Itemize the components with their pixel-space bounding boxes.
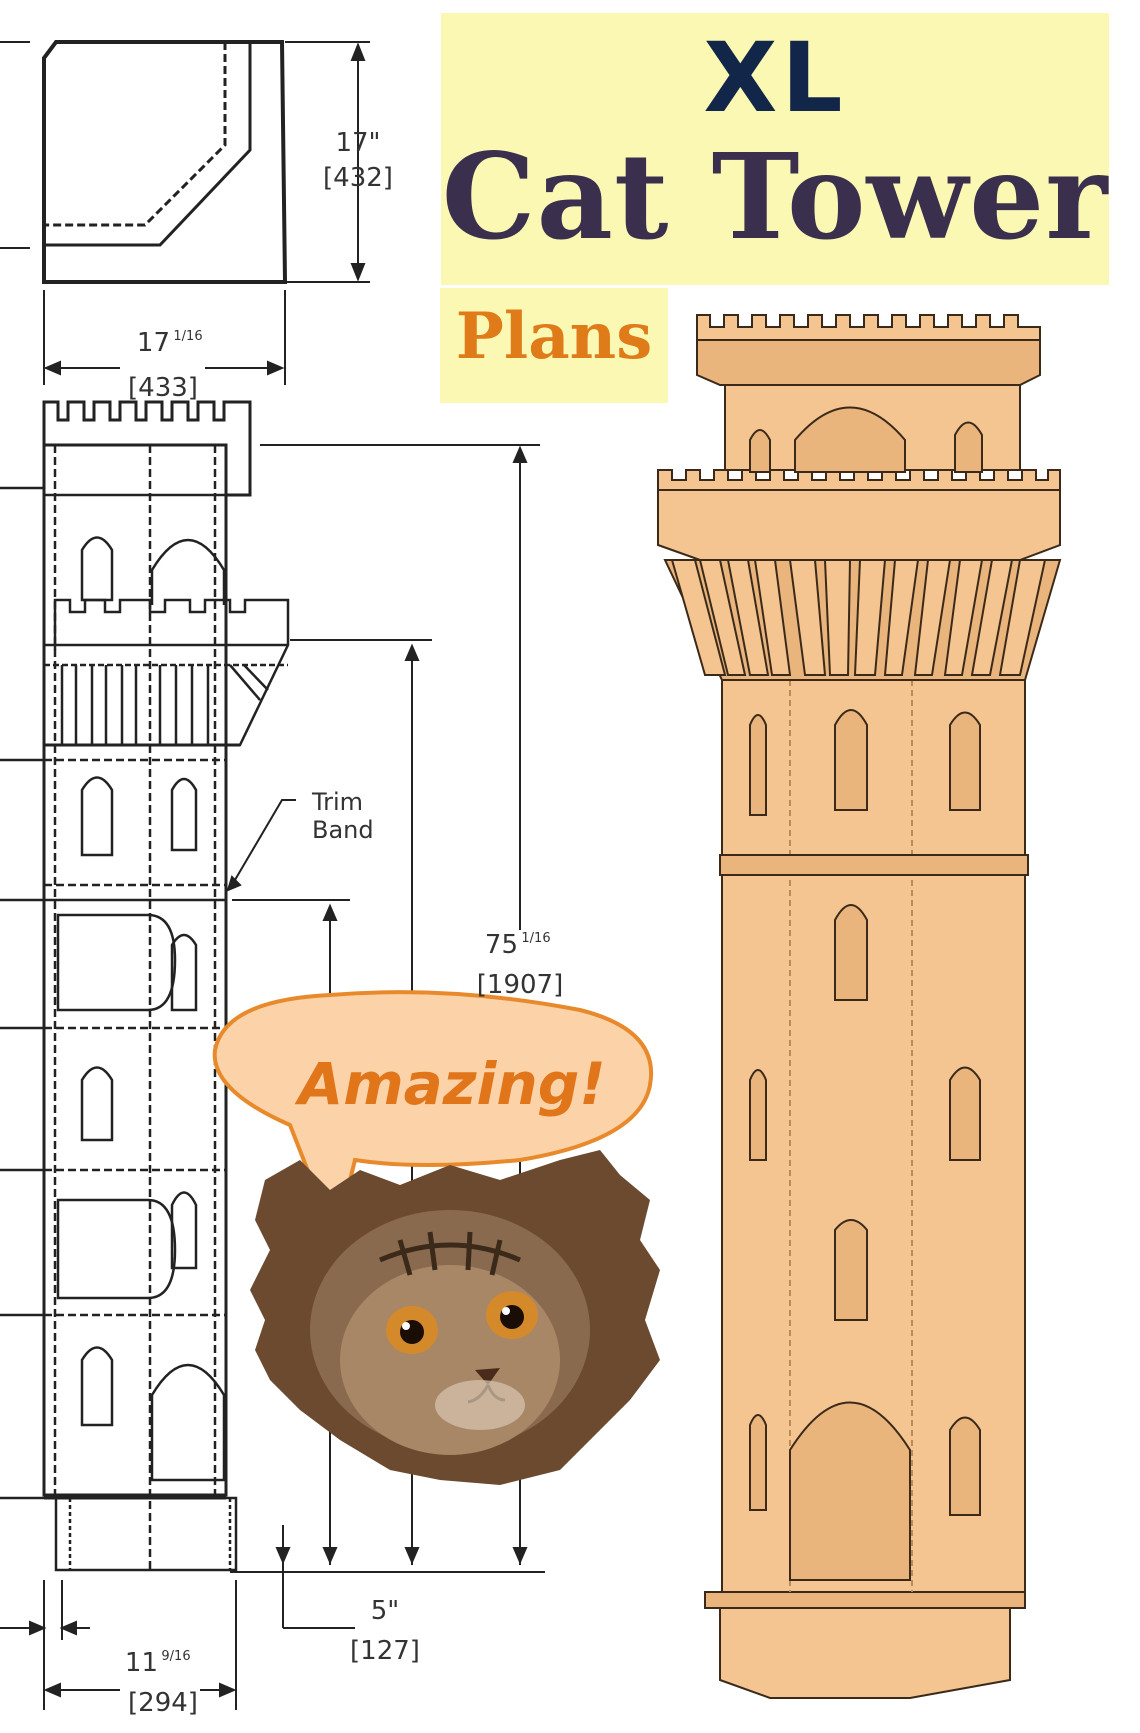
top-height-mm: [432] [323,163,393,193]
base-width-inches: 11 [124,1648,158,1678]
side-elevation-drawing [0,400,290,1572]
top-width-fraction: 1/16 [173,329,203,344]
speech-bubble-text: Amazing! [298,1050,606,1118]
trim-band-label-line2: Band [312,816,374,844]
cat-face-icon [250,1150,660,1485]
base-offset-inches: 5" [370,1596,400,1626]
base-width-mm: [294] [128,1688,198,1718]
size-label: XL [703,22,847,134]
title-banner [441,13,1109,285]
speech-bubble [212,990,654,1247]
subtitle-banner [440,288,668,403]
top-view-drawing [0,40,370,385]
base-width-fraction: 9/16 [161,1649,191,1664]
total-height-mm: [1907] [476,970,564,1000]
top-height-inches: 17" [335,128,381,158]
top-width-mm: [433] [128,373,198,403]
tower-illustration [657,314,1062,1699]
top-width-inches: 17 [136,328,170,358]
trim-band-label-line1: Trim [312,788,364,816]
total-height-inches: 75 [484,930,518,960]
product-title: Cat Tower [441,127,1109,266]
total-height-fraction: 1/16 [521,931,551,946]
product-subtitle: Plans [455,299,653,374]
base-offset-mm: [127] [350,1636,420,1666]
